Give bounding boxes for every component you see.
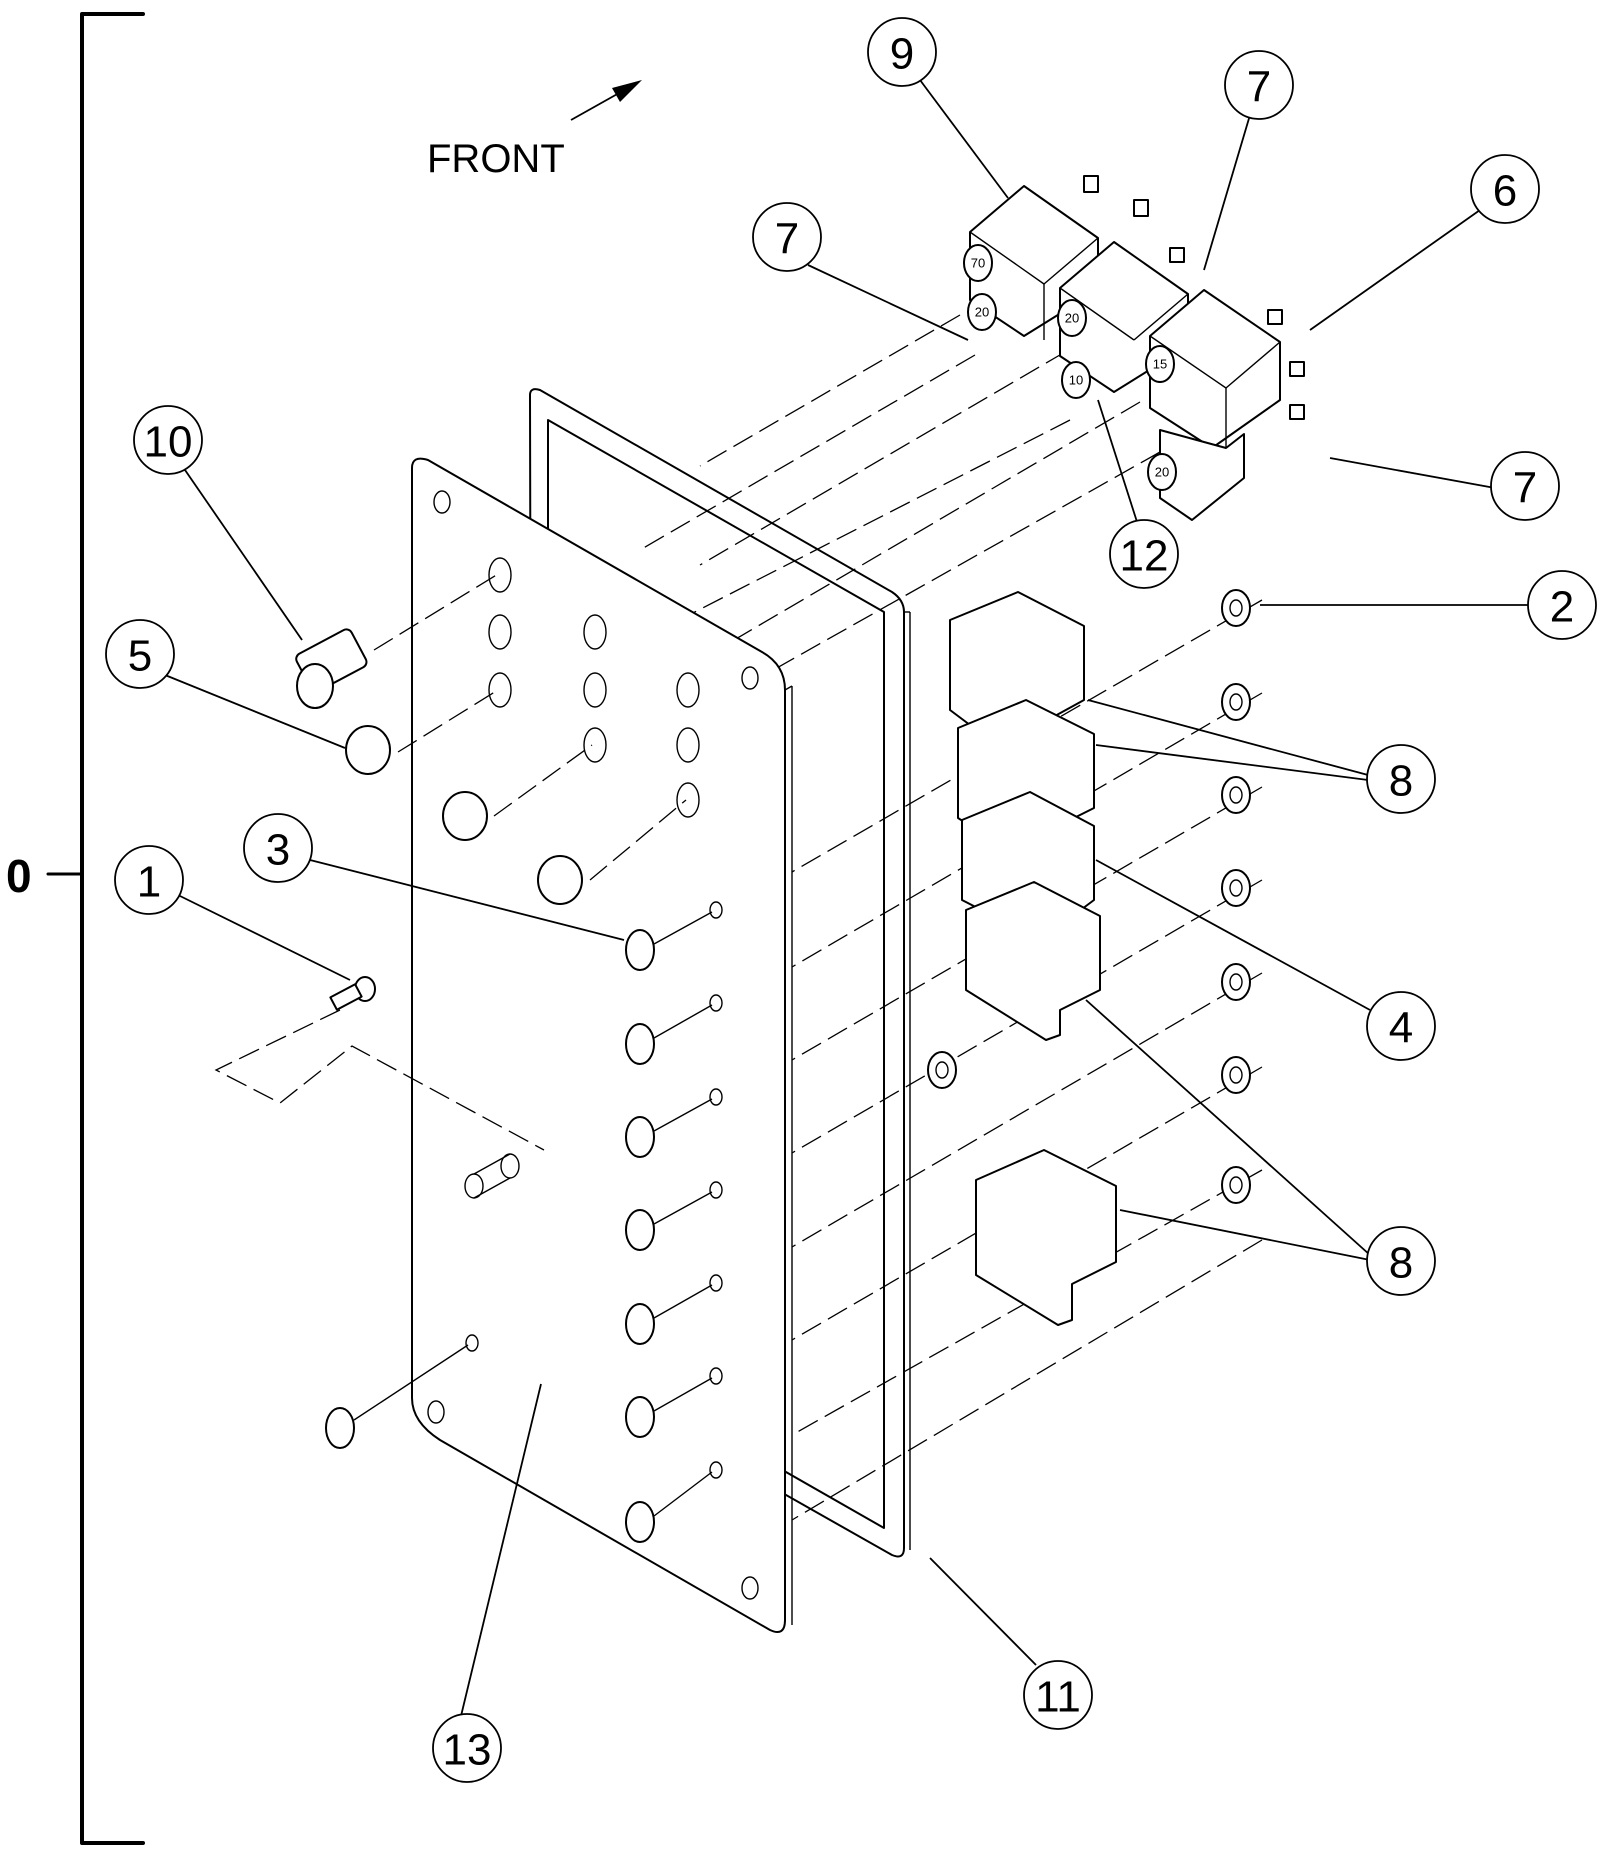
assembly-index-label: 0 — [6, 850, 32, 902]
callout-8a: 8 — [1366, 744, 1436, 814]
svg-text:20: 20 — [975, 305, 989, 320]
panel-holes — [488, 557, 700, 818]
hex-nut — [1221, 963, 1251, 1001]
button-cap-1 — [345, 725, 391, 775]
button-cap-3 — [537, 855, 583, 905]
svg-text:9: 9 — [890, 30, 914, 79]
svg-text:10: 10 — [144, 418, 193, 467]
hex-nut — [927, 1051, 957, 1089]
callout-10: 10 — [133, 405, 203, 475]
button-cap-2 — [442, 791, 488, 841]
front-direction-arrow-icon — [570, 80, 642, 121]
callout-11: 11 — [1023, 1660, 1093, 1730]
svg-text:7: 7 — [775, 215, 799, 264]
svg-text:2: 2 — [1550, 583, 1574, 632]
screw — [625, 1471, 713, 1543]
screw — [325, 1344, 469, 1449]
callout-2: 2 — [1527, 570, 1597, 640]
svg-text:70: 70 — [971, 256, 985, 271]
svg-text:6: 6 — [1493, 167, 1517, 216]
callout-3: 3 — [243, 813, 313, 883]
screw — [625, 1284, 713, 1345]
hex-nut — [1221, 683, 1251, 721]
callout-7a: 7 — [1224, 50, 1294, 120]
front-panel-plate — [411, 457, 793, 1633]
hex-nut — [1221, 1166, 1251, 1204]
hex-nuts — [927, 589, 1251, 1204]
svg-text:4: 4 — [1389, 1004, 1413, 1053]
front-direction-label: FRONT — [427, 137, 565, 181]
callout-6: 6 — [1470, 154, 1540, 224]
screw — [625, 1377, 713, 1438]
port-10: 10 — [1061, 361, 1091, 399]
callout-12: 12 — [1109, 519, 1179, 589]
svg-text:11: 11 — [1035, 1673, 1081, 1722]
screw — [625, 911, 713, 971]
svg-text:8: 8 — [1389, 1239, 1413, 1288]
callout-4: 4 — [1366, 991, 1436, 1061]
large-button-cap — [295, 628, 368, 709]
screw — [625, 1004, 713, 1065]
callout-1: 1 — [114, 845, 184, 915]
hex-nut — [1221, 776, 1251, 814]
hex-nut — [1221, 1056, 1251, 1094]
svg-text:5: 5 — [128, 632, 152, 681]
callout-7b: 7 — [752, 202, 822, 272]
svg-text:20: 20 — [1065, 311, 1079, 326]
svg-text:13: 13 — [443, 1726, 492, 1775]
svg-text:20: 20 — [1155, 465, 1169, 480]
panel-lamp-socket — [464, 1153, 520, 1199]
alignment-lines-upper — [639, 314, 1161, 701]
svg-text:7: 7 — [1247, 63, 1271, 112]
svg-text:15: 15 — [1153, 357, 1167, 372]
switch-block-cluster: 70 20 20 10 15 20 — [963, 175, 1305, 521]
svg-text:12: 12 — [1120, 532, 1169, 581]
rocker-switches — [949, 591, 1117, 1326]
callout-5: 5 — [105, 619, 175, 689]
port-70: 70 — [963, 244, 993, 282]
svg-text:3: 3 — [266, 826, 290, 875]
screws — [325, 911, 713, 1543]
callout-8b: 8 — [1366, 1226, 1436, 1296]
svg-text:8: 8 — [1389, 757, 1413, 806]
callout-7c: 7 — [1490, 451, 1560, 521]
port-15: 15 — [1145, 345, 1175, 383]
port-20-bottom: 20 — [1147, 453, 1177, 491]
svg-text:7: 7 — [1513, 464, 1537, 513]
svg-text:10: 10 — [1069, 373, 1083, 388]
callout-leaders — [164, 79, 1530, 1717]
screw — [625, 1191, 713, 1251]
screw-holes — [465, 901, 723, 1479]
assembly-bracket — [46, 12, 145, 1845]
hex-nut — [1221, 589, 1251, 627]
indicator-lamp — [214, 976, 545, 1151]
port-20-left: 20 — [967, 293, 997, 331]
hex-nut — [1221, 869, 1251, 907]
screw — [625, 1098, 713, 1158]
callout-13: 13 — [432, 1713, 502, 1783]
callout-9: 9 — [867, 17, 937, 87]
port-20-mid: 20 — [1057, 299, 1087, 337]
svg-text:1: 1 — [137, 858, 161, 907]
